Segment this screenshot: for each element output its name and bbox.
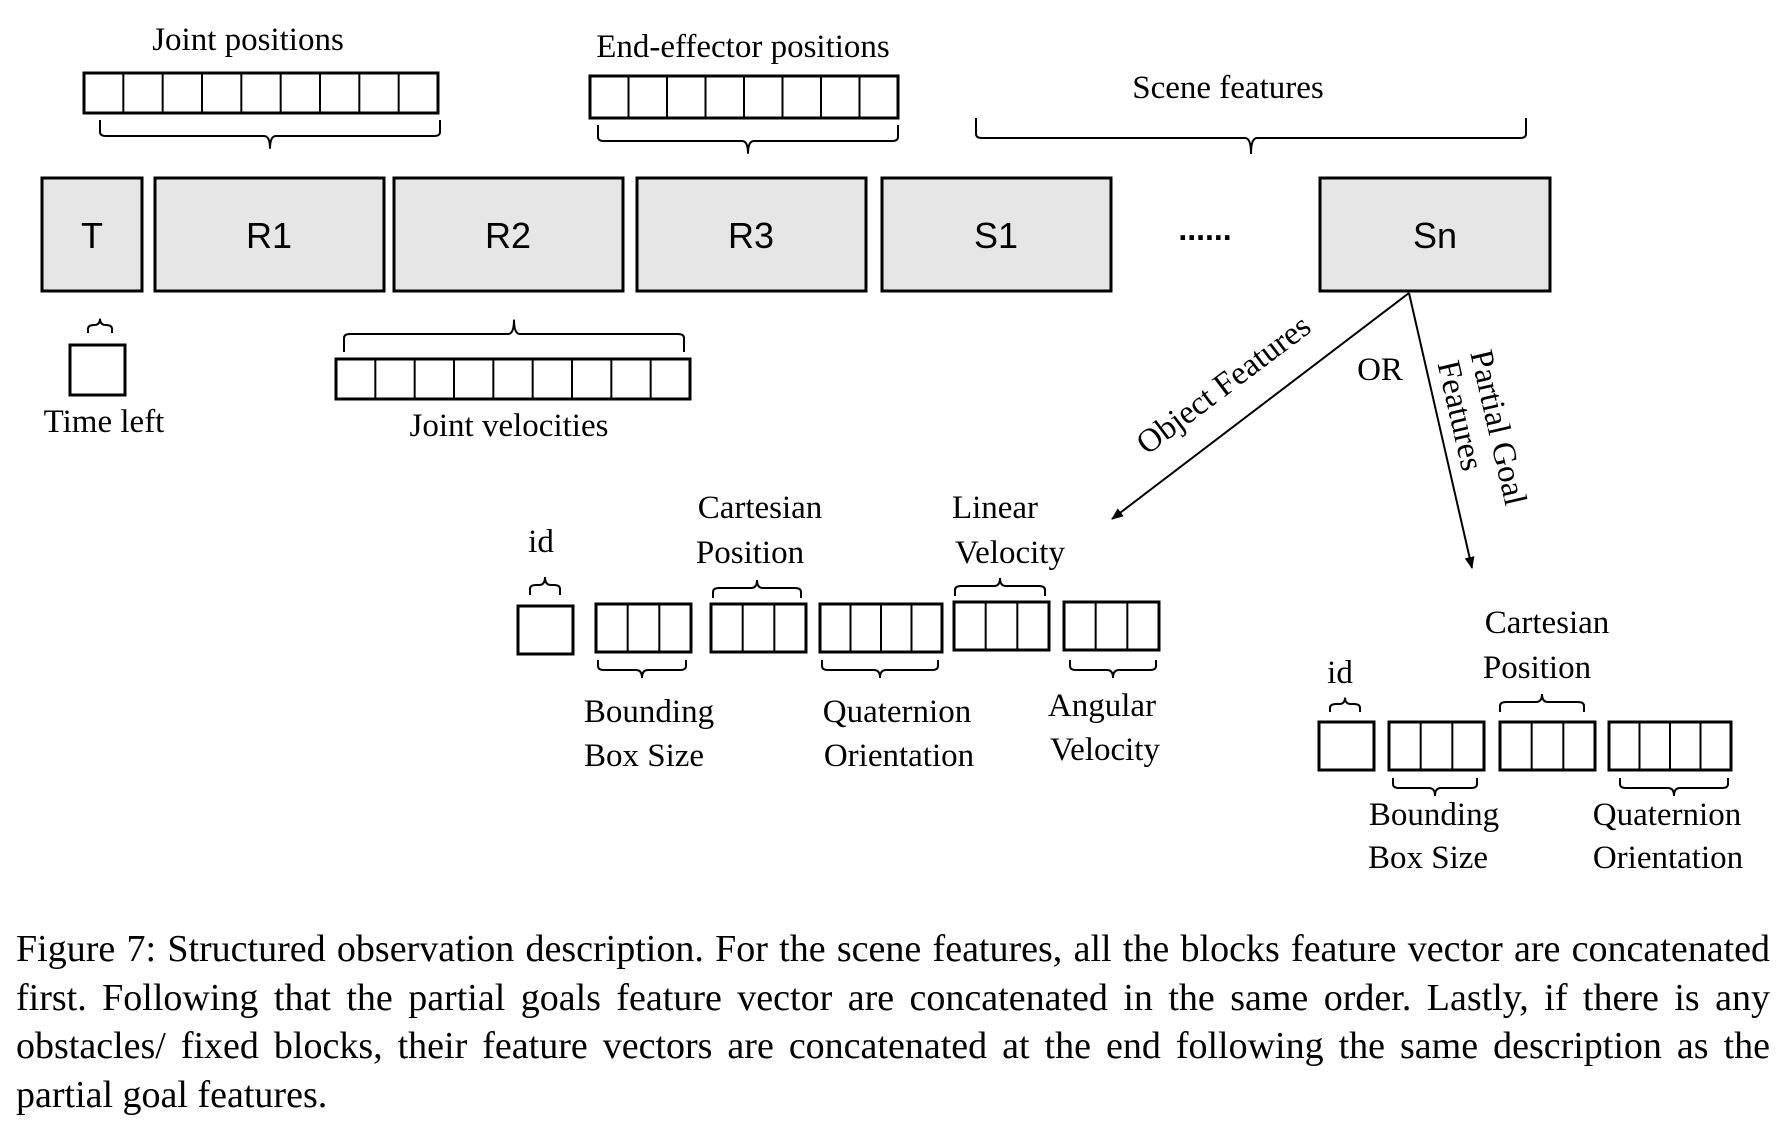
main-blocks xyxy=(40,176,1552,293)
obj-bbox-vector xyxy=(594,602,693,654)
joint-velocities-brace xyxy=(343,319,685,352)
obj-bbox-line2: Box Size xyxy=(584,738,704,774)
observation-diagram: T R1 R2 R3 S1 Sn ...... Joint positions … xyxy=(40,22,1743,876)
obj-quat-line2: Orientation xyxy=(824,738,974,774)
obj-bbox-line1: Bounding xyxy=(584,694,714,730)
time-left-brace xyxy=(87,318,113,333)
block-s1-label: S1 xyxy=(974,215,1018,256)
scene-features-brace xyxy=(975,118,1527,155)
obj-linear-vector xyxy=(952,600,1051,652)
obj-quat-brace xyxy=(821,660,939,679)
obj-id-brace xyxy=(529,576,561,595)
obj-quat-vector xyxy=(818,602,944,654)
goal-id-brace xyxy=(1329,697,1361,712)
block-r1 xyxy=(153,176,386,293)
block-t xyxy=(40,176,144,293)
time-left-vector xyxy=(68,343,127,397)
goal-bbox-vector xyxy=(1387,720,1486,772)
block-r3-label: R3 xyxy=(728,215,774,256)
block-s1 xyxy=(880,176,1113,293)
end-effector-positions-label: End-effector positions xyxy=(596,29,890,65)
obj-id-vector xyxy=(516,604,575,656)
goal-quat-brace xyxy=(1619,778,1729,797)
joint-positions-brace xyxy=(99,120,441,149)
figure-caption: Figure 7: Structured observation descrip… xyxy=(16,928,1770,1116)
ellipsis: ...... xyxy=(1178,211,1231,247)
obj-cartesian-line2: Position xyxy=(696,535,804,571)
obj-angular-vector xyxy=(1062,600,1161,652)
obj-cartesian-line1: Cartesian xyxy=(698,490,823,526)
block-r3 xyxy=(635,176,868,293)
obj-quat-line1: Quaternion xyxy=(823,694,971,730)
obj-linear-line1: Linear xyxy=(952,490,1038,526)
obj-angular-line2: Velocity xyxy=(1050,732,1160,768)
joint-positions-vector xyxy=(82,71,440,115)
goal-cartesian-vector xyxy=(1498,720,1597,772)
block-r2 xyxy=(392,176,625,293)
goal-quat-vector xyxy=(1607,720,1733,772)
obj-linear-line2: Velocity xyxy=(955,535,1065,571)
scene-features-label: Scene features xyxy=(1132,70,1323,106)
goal-id-vector xyxy=(1317,720,1376,772)
obj-angular-brace xyxy=(1069,660,1157,679)
object-features-arrow xyxy=(1111,292,1410,520)
time-left-label: Time left xyxy=(44,404,165,440)
obj-angular-line1: Angular xyxy=(1048,688,1156,724)
goal-cartesian-brace xyxy=(1499,693,1585,712)
joint-velocities-label: Joint velocities xyxy=(410,408,609,444)
block-sn xyxy=(1318,176,1552,293)
goal-quat-line2: Orientation xyxy=(1593,840,1743,876)
feature-vectors xyxy=(68,71,1733,772)
arrows xyxy=(1111,292,1475,569)
end-effector-positions-vector xyxy=(588,74,900,120)
block-r1-label: R1 xyxy=(246,215,292,256)
obj-cartesian-vector xyxy=(709,602,808,654)
goal-bbox-line1: Bounding xyxy=(1369,797,1499,833)
block-r2-label: R2 xyxy=(485,215,531,256)
joint-positions-label: Joint positions xyxy=(152,22,344,58)
obj-cartesian-brace xyxy=(712,579,802,598)
goal-bbox-line2: Box Size xyxy=(1368,840,1488,876)
end-effector-positions-brace xyxy=(597,125,899,154)
goal-cartesian-line2: Position xyxy=(1483,650,1591,686)
braces xyxy=(87,118,1729,797)
goal-quat-line1: Quaternion xyxy=(1593,797,1741,833)
obj-id-label: id xyxy=(528,524,554,560)
goal-cartesian-line1: Cartesian xyxy=(1485,605,1610,641)
partial-goal-arrow xyxy=(1408,292,1475,569)
obj-linear-brace xyxy=(954,577,1046,596)
or-label: OR xyxy=(1357,352,1403,388)
block-sn-label: Sn xyxy=(1413,215,1457,256)
block-t-label: T xyxy=(81,215,103,256)
goal-id-label: id xyxy=(1327,655,1353,691)
joint-velocities-vector xyxy=(334,357,692,401)
goal-bbox-brace xyxy=(1392,778,1478,797)
obj-bbox-brace xyxy=(597,660,687,679)
